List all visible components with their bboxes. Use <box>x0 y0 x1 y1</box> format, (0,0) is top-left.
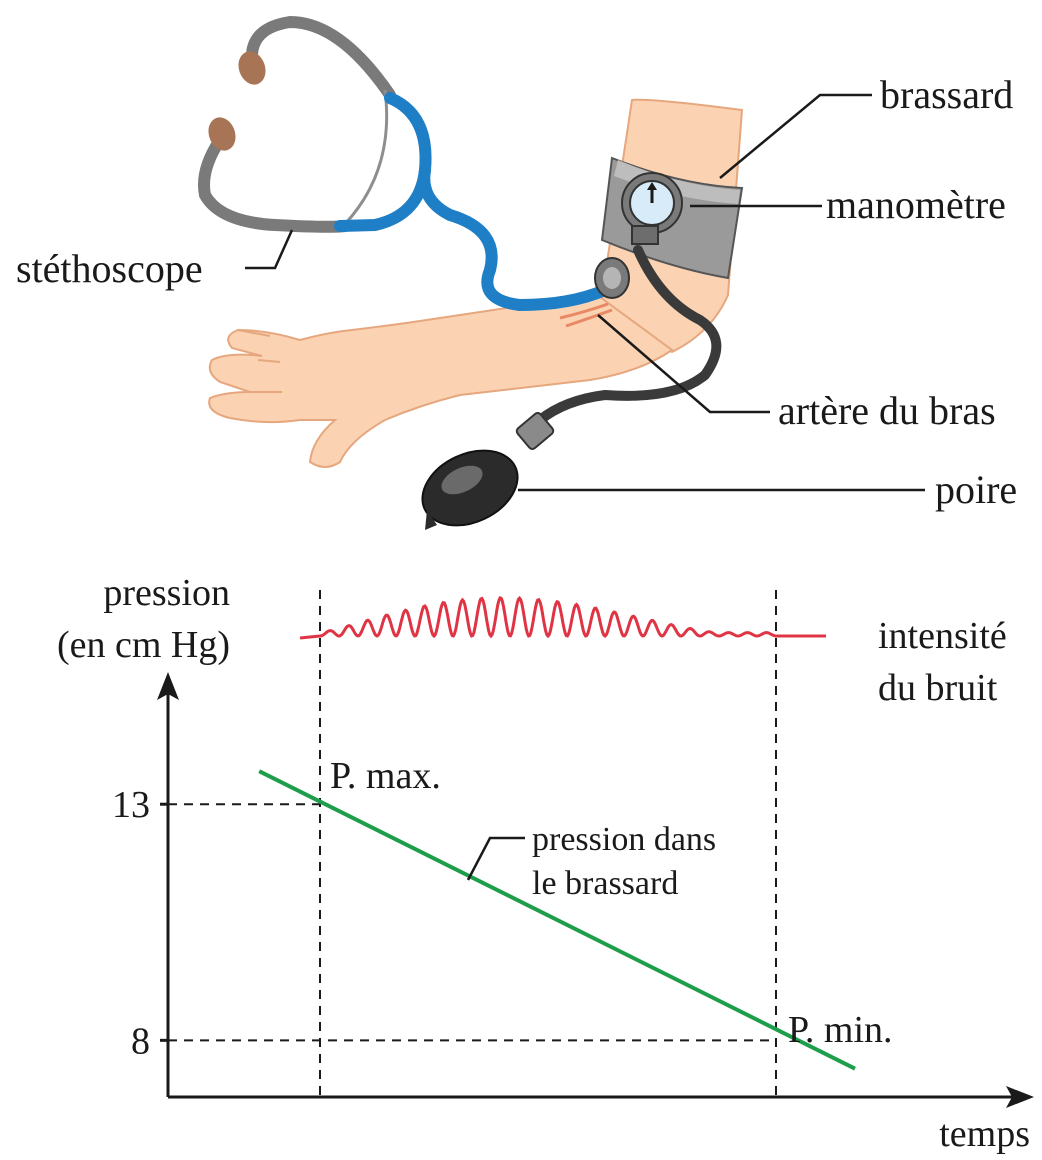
y-axis-label-1: pression <box>103 572 230 614</box>
y-ticks: 13 8 <box>112 784 168 1062</box>
y-axis-label-2: (en cm Hg) <box>57 624 230 666</box>
sound-label-2: du bruit <box>878 667 998 709</box>
sound-label-1: intensité <box>878 615 1007 657</box>
y-tick-label-13: 13 <box>112 784 150 826</box>
pressure-label-2: le brassard <box>532 865 678 902</box>
x-axis-label: temps <box>939 1113 1030 1155</box>
label-poire: poire <box>935 467 1017 512</box>
pressure-callout-line <box>468 838 525 880</box>
pmax-label: P. max. <box>330 755 441 797</box>
label-brassard: brassard <box>880 72 1013 117</box>
pressure-series <box>259 771 855 1068</box>
series-line-0 <box>259 771 855 1068</box>
label-stethoscope: stéthoscope <box>16 246 203 291</box>
graph: pression (en cm Hg) intensité du bruit t… <box>57 572 1034 1155</box>
label-artere: artère du bras <box>778 388 996 433</box>
pmin-label: P. min. <box>788 1009 893 1051</box>
forearm-hand <box>209 295 672 467</box>
stethoscope-icon <box>204 22 629 305</box>
label-manometre: manomètre <box>826 182 1006 227</box>
y-tick-label-8: 8 <box>131 1020 150 1062</box>
sound-intensity-wave <box>300 598 826 638</box>
pressure-label-1: pression dans <box>532 821 716 858</box>
